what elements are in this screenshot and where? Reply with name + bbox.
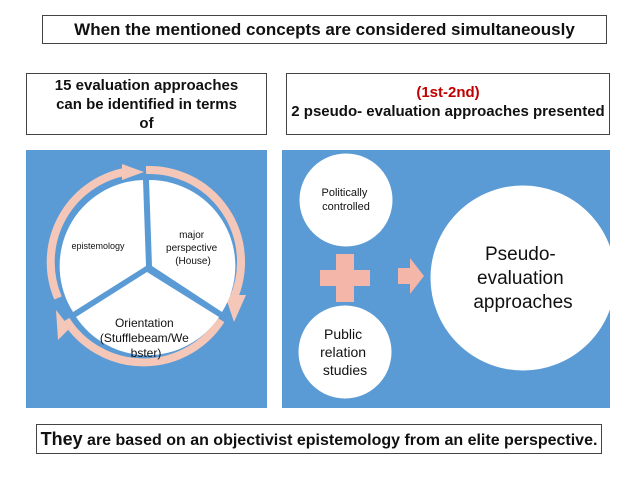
result-line1: Pseudo- bbox=[485, 244, 556, 265]
circle-public-relation bbox=[297, 304, 393, 400]
right-heading-line2: 2 pseudo- evaluation approaches presente… bbox=[291, 103, 605, 120]
segment-labels: epistemology major perspective (House) O… bbox=[71, 230, 220, 360]
label-major-line3: (House) bbox=[175, 256, 211, 267]
title-text: When the mentioned concepts are consider… bbox=[74, 20, 575, 39]
cycle-arrow-3 bbox=[46, 167, 131, 300]
left-heading-line1: 15 evaluation approaches bbox=[54, 77, 239, 94]
label-epistemology: epistemology bbox=[71, 241, 125, 251]
cycle-arrows bbox=[46, 164, 246, 367]
cycle-segments bbox=[59, 179, 236, 356]
segment-major-perspective bbox=[149, 179, 236, 312]
cycle-arrow-1-head bbox=[225, 295, 246, 322]
circle1-line2: controlled bbox=[322, 201, 370, 213]
result-line3: approaches bbox=[473, 292, 572, 313]
title-box: When the mentioned concepts are consider… bbox=[42, 15, 607, 44]
arrow-right-icon bbox=[398, 258, 424, 294]
circle1-label: Politically controlled bbox=[322, 187, 371, 213]
result-label: Pseudo- evaluation approaches bbox=[473, 244, 572, 313]
bottom-statement-rest: are based on an objectivist epistemology… bbox=[82, 432, 598, 449]
label-epistemology-line1: epistemology bbox=[71, 241, 125, 251]
circle2-line2: relation bbox=[320, 344, 366, 360]
result-line2: evaluation bbox=[477, 268, 564, 289]
left-heading-line3: of bbox=[139, 115, 154, 132]
circle2-line3: studies bbox=[323, 362, 367, 378]
cycle-panel: epistemology major perspective (House) O… bbox=[26, 150, 267, 408]
cycle-arrow-3-head bbox=[122, 164, 144, 180]
cycle-diagram: epistemology major perspective (House) O… bbox=[46, 164, 246, 367]
bottom-statement-box: They are based on an objectivist epistem… bbox=[36, 424, 602, 454]
label-major-line2: perspective bbox=[166, 243, 218, 254]
bottom-statement-bold: They bbox=[40, 429, 83, 449]
equation-panel: Politically controlled Public relation s… bbox=[282, 150, 610, 408]
cycle-arrow-2-head bbox=[56, 310, 70, 340]
label-orientation-line3: bster) bbox=[131, 346, 162, 360]
label-orientation-line2: (Stufflebeam/We bbox=[100, 331, 189, 345]
label-orientation-line1: Orientation bbox=[115, 316, 174, 330]
circle-pseudo-evaluation bbox=[429, 184, 610, 372]
equation-diagram: Politically controlled Public relation s… bbox=[297, 152, 610, 400]
left-heading-box: 15 evaluation approaches can be identifi… bbox=[26, 73, 267, 135]
circle2-line1: Public bbox=[324, 326, 362, 342]
left-heading-line2: can be identified in terms bbox=[56, 96, 237, 113]
cycle-arrow-1 bbox=[145, 165, 246, 300]
circle-politically-controlled bbox=[298, 152, 394, 248]
label-major-line1: major bbox=[179, 230, 205, 241]
right-heading-box: (1st-2nd) 2 pseudo- evaluation approache… bbox=[286, 73, 610, 135]
label-major-perspective: major perspective (House) bbox=[166, 230, 220, 267]
right-heading-line1: (1st-2nd) bbox=[416, 84, 480, 101]
circle2-label: Public relation studies bbox=[320, 326, 370, 378]
segment-epistemology bbox=[59, 180, 147, 312]
plus-icon bbox=[320, 254, 370, 302]
segment-orientation bbox=[76, 272, 219, 356]
cycle-arrow-2 bbox=[62, 317, 225, 367]
label-orientation: Orientation (Stufflebeam/We bster) bbox=[100, 316, 192, 360]
circle1-line1: Politically bbox=[322, 187, 368, 199]
